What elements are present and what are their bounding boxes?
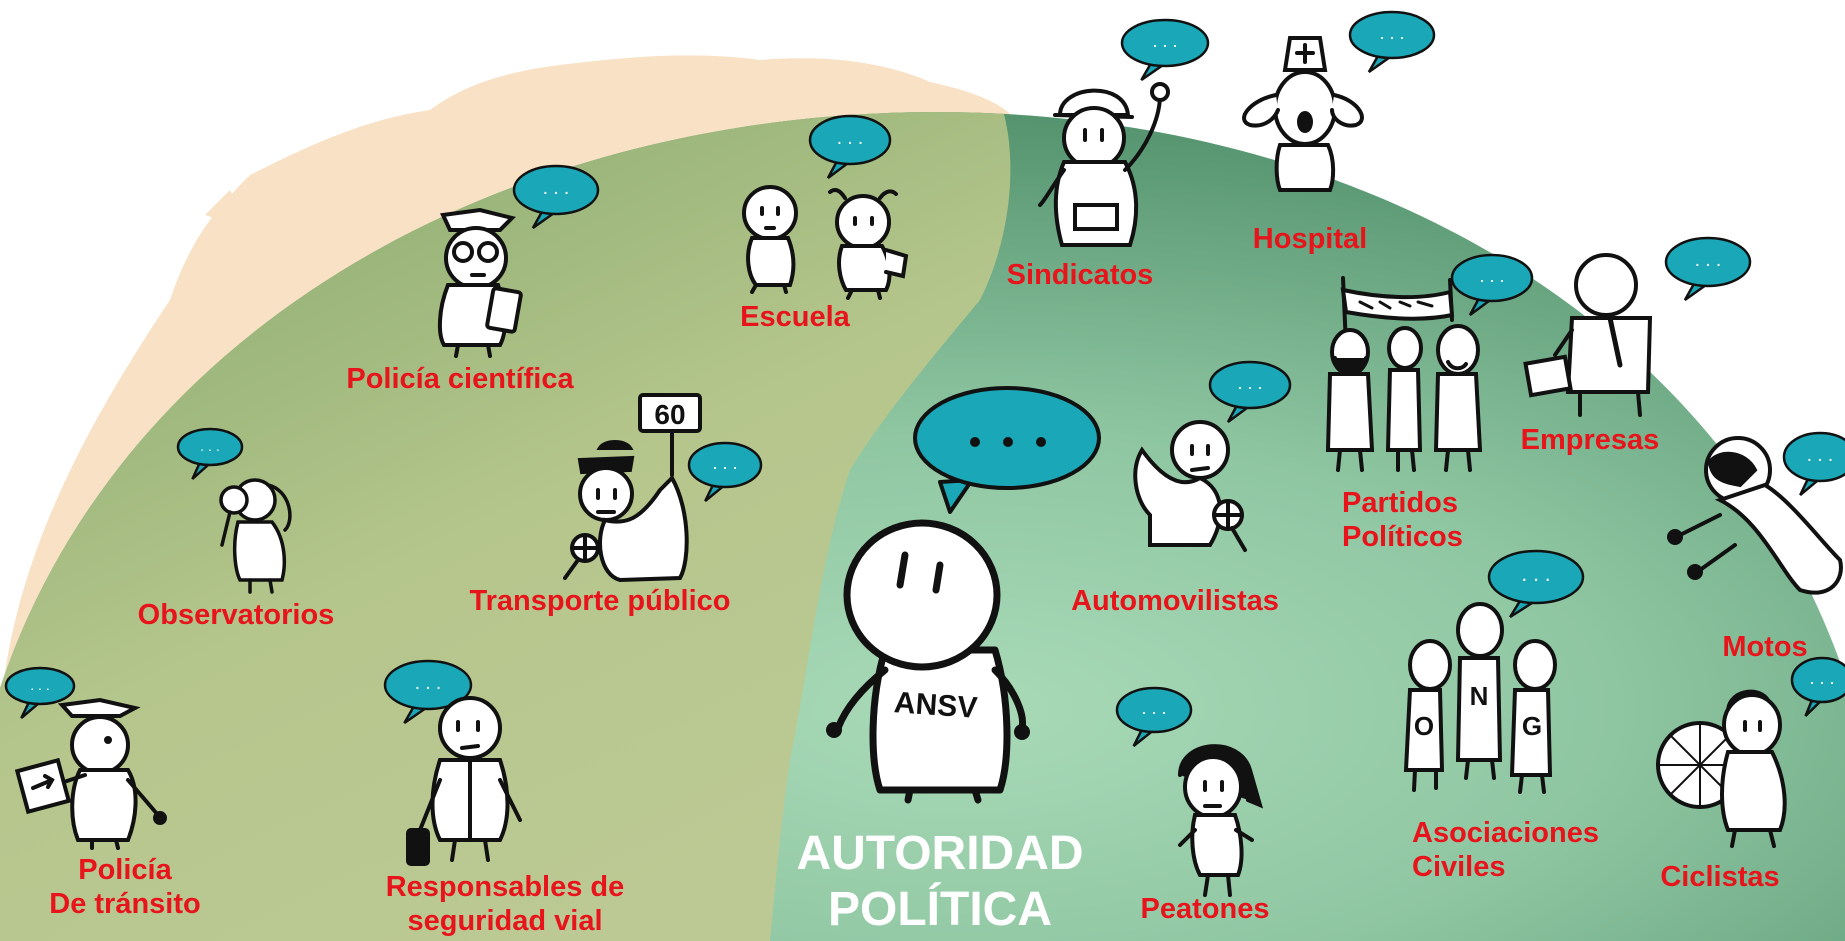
speech-bubble: . . . — [383, 659, 473, 725]
ngo-figures: O N G — [1403, 602, 1557, 794]
label-hospital: Hospital — [1252, 223, 1368, 255]
ansv-shirt-text: ANSV — [893, 686, 978, 725]
speech-bubble: . . . — [176, 427, 244, 480]
speech-bubble-dots: . . . — [1141, 698, 1166, 718]
speech-bubble: . . . — [1115, 686, 1193, 747]
pedestrian-figure — [1178, 744, 1264, 897]
speech-bubble-dots: . . . — [1152, 31, 1177, 51]
speech-bubble: . . . — [1348, 10, 1436, 74]
speech-bubble-dots: . . . — [1521, 563, 1550, 586]
center-title-line1: AUTORIDAD — [796, 827, 1084, 880]
bus-driver-figure: 60 — [563, 393, 702, 583]
label-policia-cientifica: Policía científica — [346, 363, 574, 395]
label-automovilistas: Automovilistas — [1071, 585, 1279, 617]
speech-bubble-dots: . . . — [30, 677, 49, 693]
speech-bubble: . . . — [1664, 236, 1752, 302]
speech-bubble: . . . — [808, 114, 892, 180]
speech-bubbles: . . . . . . . . . . . . . . . . . . . . . . . .… — [4, 10, 1845, 747]
motorcyclist-figure — [1667, 436, 1843, 595]
label-policia-transito: Policía De tránsito — [40, 853, 210, 921]
ngo-letter-o: O — [1414, 711, 1434, 741]
label-motos: Motos — [1722, 631, 1808, 663]
speech-bubble: . . . — [1487, 549, 1585, 619]
label-partidos: Partidos Políticos — [1342, 486, 1492, 554]
speech-bubble: . . . — [687, 441, 763, 502]
label-peatones: Peatones — [1140, 893, 1270, 925]
label-asociaciones-line2: Civiles — [1412, 851, 1506, 883]
business-figure — [1523, 253, 1653, 417]
label-ciclistas: Ciclistas — [1660, 861, 1780, 893]
label-empresas: Empresas — [1520, 424, 1660, 456]
label-sindicatos: Sindicatos — [1006, 259, 1154, 291]
speech-bubble-dots: . . . — [1809, 668, 1834, 688]
driver-figure — [1133, 420, 1247, 552]
label-partidos-line2: Políticos — [1342, 521, 1463, 553]
ngo-letter-g: G — [1522, 711, 1542, 741]
school-children-figure — [742, 185, 909, 300]
speech-bubble-dots: . . . — [1695, 250, 1721, 271]
label-observatorios: Observatorios — [137, 599, 335, 631]
speech-bubble-dots: . . . — [837, 128, 863, 149]
label-responsables-line1: Responsables de — [385, 871, 625, 903]
speech-bubble: . . . — [4, 666, 76, 719]
traffic-police-figure — [14, 697, 167, 850]
union-worker-figure — [1038, 82, 1170, 247]
speech-bubble: . . . — [512, 164, 600, 230]
cyclist-figure — [1656, 689, 1787, 848]
speech-bubble: . . . — [1208, 360, 1292, 424]
label-responsables-line2: seguridad vial — [407, 905, 603, 937]
label-policia-transito-line1: Policía — [78, 854, 172, 886]
doctor-figure — [1242, 36, 1364, 192]
political-party-figures — [1325, 276, 1483, 472]
label-escuela: Escuela — [740, 301, 850, 333]
speech-bubble-dots: . . . — [1479, 266, 1504, 286]
central-speech-bubble — [913, 386, 1101, 514]
label-asociaciones-line1: Asociaciones — [1412, 817, 1599, 849]
speech-bubble-dots: . . . — [712, 453, 737, 473]
speech-bubble: . . . — [1790, 656, 1845, 717]
label-asociaciones: Asociaciones Civiles — [1412, 816, 1632, 884]
speech-bubble-dots: . . . — [1379, 23, 1404, 43]
speech-bubble-dots: . . . — [543, 178, 569, 199]
speech-bubble: . . . — [1120, 18, 1210, 82]
speed-sign-text: 60 — [654, 399, 685, 430]
speech-bubble-dots: . . . — [1807, 445, 1833, 466]
speech-bubble-dots: . . . — [1237, 373, 1262, 393]
speech-bubble: . . . — [1450, 253, 1534, 317]
speech-bubble: . . . — [1782, 431, 1845, 496]
road-safety-manager-figure — [406, 696, 522, 866]
label-transporte: Transporte público — [469, 585, 731, 617]
speech-bubble-dots: . . . — [200, 438, 219, 454]
forensic-police-figure — [437, 207, 523, 358]
label-policia-transito-line2: De tránsito — [49, 888, 201, 920]
ansv-figure: ANSV — [826, 386, 1101, 804]
center-title-line2: POLÍTICA — [828, 883, 1052, 936]
label-partidos-line1: Partidos — [1342, 487, 1459, 519]
ngo-letter-n: N — [1470, 681, 1489, 711]
speech-bubble-dots: . . . — [415, 673, 441, 694]
label-responsables: Responsables de seguridad vial — [370, 870, 640, 938]
observatory-figure — [219, 478, 292, 594]
center-title: AUTORIDAD POLÍTICA — [780, 826, 1100, 938]
